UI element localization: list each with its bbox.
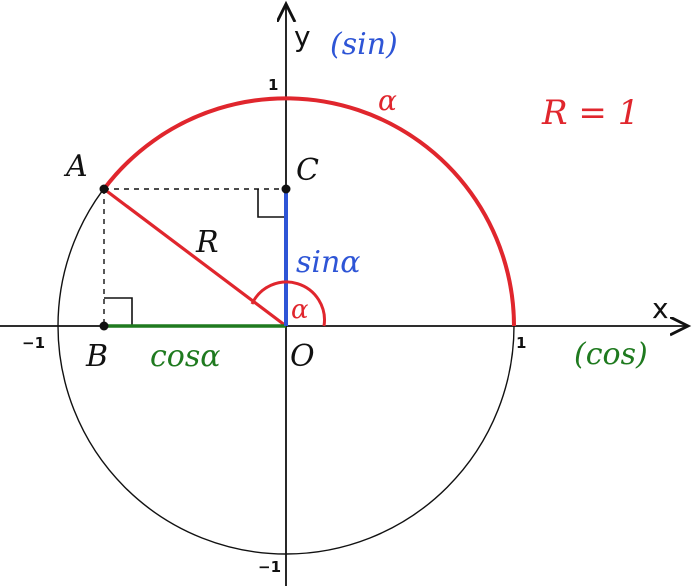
radius-note: R = 1 <box>541 93 639 133</box>
tick-neg-x: −1 <box>22 334 45 352</box>
cos-alpha-label: cosα <box>150 339 221 374</box>
tick-neg-y: −1 <box>258 558 281 576</box>
angle-arc <box>250 280 326 327</box>
point-B-label: B <box>85 339 108 374</box>
point-A-label: A <box>63 149 88 184</box>
point-O-label: O <box>290 339 315 374</box>
alpha-arc-label: α <box>378 84 397 117</box>
radius-label: R <box>195 225 219 260</box>
alpha-angle-label: α <box>291 295 309 325</box>
x-axis-label: x <box>652 292 669 325</box>
sin-alpha-label: sinα <box>296 245 361 280</box>
cos-axis-label: (cos) <box>574 337 648 372</box>
right-angle-marker-C <box>257 189 286 218</box>
right-angle-marker-B <box>104 297 133 326</box>
point-B-dot <box>99 321 109 331</box>
sin-axis-label: (sin) <box>330 27 398 62</box>
y-axis-label: y <box>294 20 311 53</box>
tick-pos-y: 1 <box>268 76 278 94</box>
point-C-dot <box>281 184 291 194</box>
alpha-arc <box>102 96 516 327</box>
point-A-dot <box>99 184 109 194</box>
point-C-label: C <box>296 153 319 188</box>
tick-pos-x: 1 <box>516 334 526 352</box>
radius-OA <box>103 187 287 328</box>
